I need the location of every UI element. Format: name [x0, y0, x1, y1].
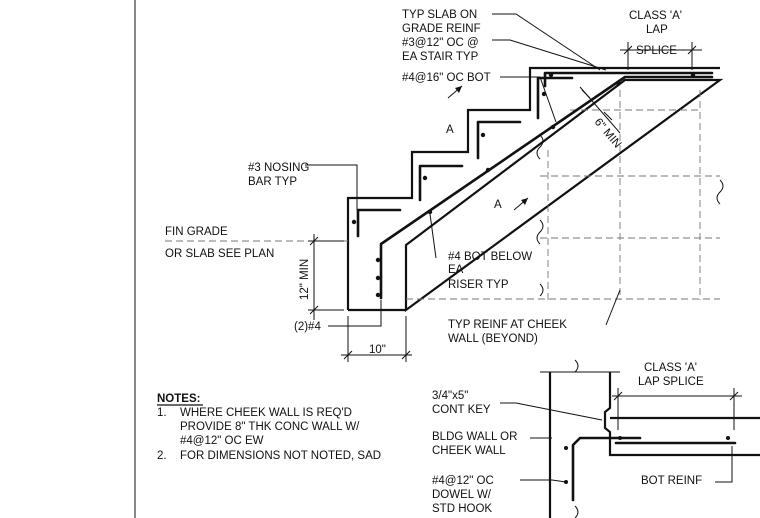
- lap-label-line: SPLICE: [636, 45, 677, 57]
- bot-bar-label: #4@16" OC BOT: [402, 72, 491, 84]
- key-label: CONT KEY: [432, 404, 491, 416]
- notes-title: NOTES:: [157, 393, 200, 405]
- cheek-label-line: WALL (BEYOND): [448, 333, 538, 345]
- leader-lines: [305, 13, 621, 326]
- min-6-label: 6" MIN: [592, 116, 624, 150]
- dowel-label: DOWEL W/: [432, 489, 492, 501]
- stair-section: TYP SLAB ON GRADE REINF #3@12" OC @ EA S…: [165, 9, 724, 362]
- min-12-label: 12" MIN: [299, 259, 311, 300]
- dowel-bar: [571, 436, 642, 502]
- dowel-label: STD HOOK: [432, 503, 492, 515]
- bars-label: (2)#4: [294, 321, 321, 333]
- bottom-diagonal-bar: [379, 75, 714, 300]
- stair-reinforcement: [356, 71, 714, 300]
- note-number: 2.: [157, 450, 167, 462]
- fin-grade-label: FIN GRADE: [165, 226, 228, 238]
- note-line: FOR DIMENSIONS NOT NOTED, SAD: [180, 450, 381, 462]
- nosing-label-line: BAR TYP: [248, 176, 297, 188]
- key-lap-label: CLASS 'A': [644, 362, 697, 374]
- wall-label: CHEEK WALL: [432, 445, 506, 457]
- stair-concrete-outline: [346, 66, 720, 310]
- bars-leader: [328, 300, 382, 327]
- nosing-bar: [536, 76, 574, 120]
- wall-key-outline: [603, 372, 760, 457]
- bot-below-label-line: EA: [448, 264, 464, 276]
- slab-label-line: EA STAIR TYP: [402, 51, 479, 63]
- note-line: WHERE CHEEK WALL IS REQ'D: [180, 407, 352, 419]
- stair-soffit-line: [404, 78, 724, 313]
- section-mark: A: [446, 124, 454, 136]
- bot-below-label-line: RISER TYP: [448, 279, 509, 291]
- top-slab-bar: [543, 71, 714, 88]
- slab-label-line: TYP SLAB ON: [402, 9, 477, 21]
- nosing-bar: [476, 120, 522, 160]
- nosing-label-line: #3 NOSING: [248, 162, 309, 174]
- note-number: 1.: [157, 407, 167, 419]
- bot-below-label-line: #4 BOT BELOW: [448, 251, 532, 263]
- lap-label-line: CLASS 'A': [629, 10, 682, 22]
- dim-10-label: 10": [369, 344, 386, 356]
- key-label: 3/4"x5": [432, 390, 468, 402]
- key-lap-label: LAP SPLICE: [638, 376, 704, 388]
- lap-label-line: LAP: [646, 24, 668, 36]
- min-6-marks: [581, 89, 613, 121]
- wall-label: BLDG WALL OR: [432, 431, 517, 443]
- min-12-dimension: [308, 234, 344, 320]
- key-detail: CLASS 'A' LAP SPLICE 3/4"x5" CONT KEY BL…: [432, 359, 760, 518]
- nosing-bar: [356, 208, 402, 238]
- slab-label-line: GRADE REINF: [402, 23, 481, 35]
- dim-10-dimension: [341, 316, 412, 362]
- lap-splice-dimension: [620, 42, 702, 70]
- bar-section-dots: [351, 72, 696, 298]
- bot-reinf-label: BOT REINF: [641, 475, 702, 487]
- break-lines: [536, 134, 724, 297]
- section-mark-arrows: [447, 85, 529, 211]
- dowel-label: #4@12" OC: [432, 475, 494, 487]
- fin-grade-label: OR SLAB SEE PLAN: [165, 248, 274, 260]
- cheek-label-line: TYP REINF AT CHEEK: [448, 319, 567, 331]
- note-line: PROVIDE 8" THK CONC WALL W/: [180, 421, 360, 433]
- slab-label-line: #3@12" OC @: [402, 37, 479, 49]
- cheek-wall-outline: [406, 90, 720, 300]
- note-line: #4@12" OC EW: [180, 435, 264, 447]
- section-mark: A: [494, 199, 502, 211]
- nosing-bar: [418, 164, 464, 202]
- notes-block: NOTES: 1. WHERE CHEEK WALL IS REQ'D PROV…: [157, 393, 381, 462]
